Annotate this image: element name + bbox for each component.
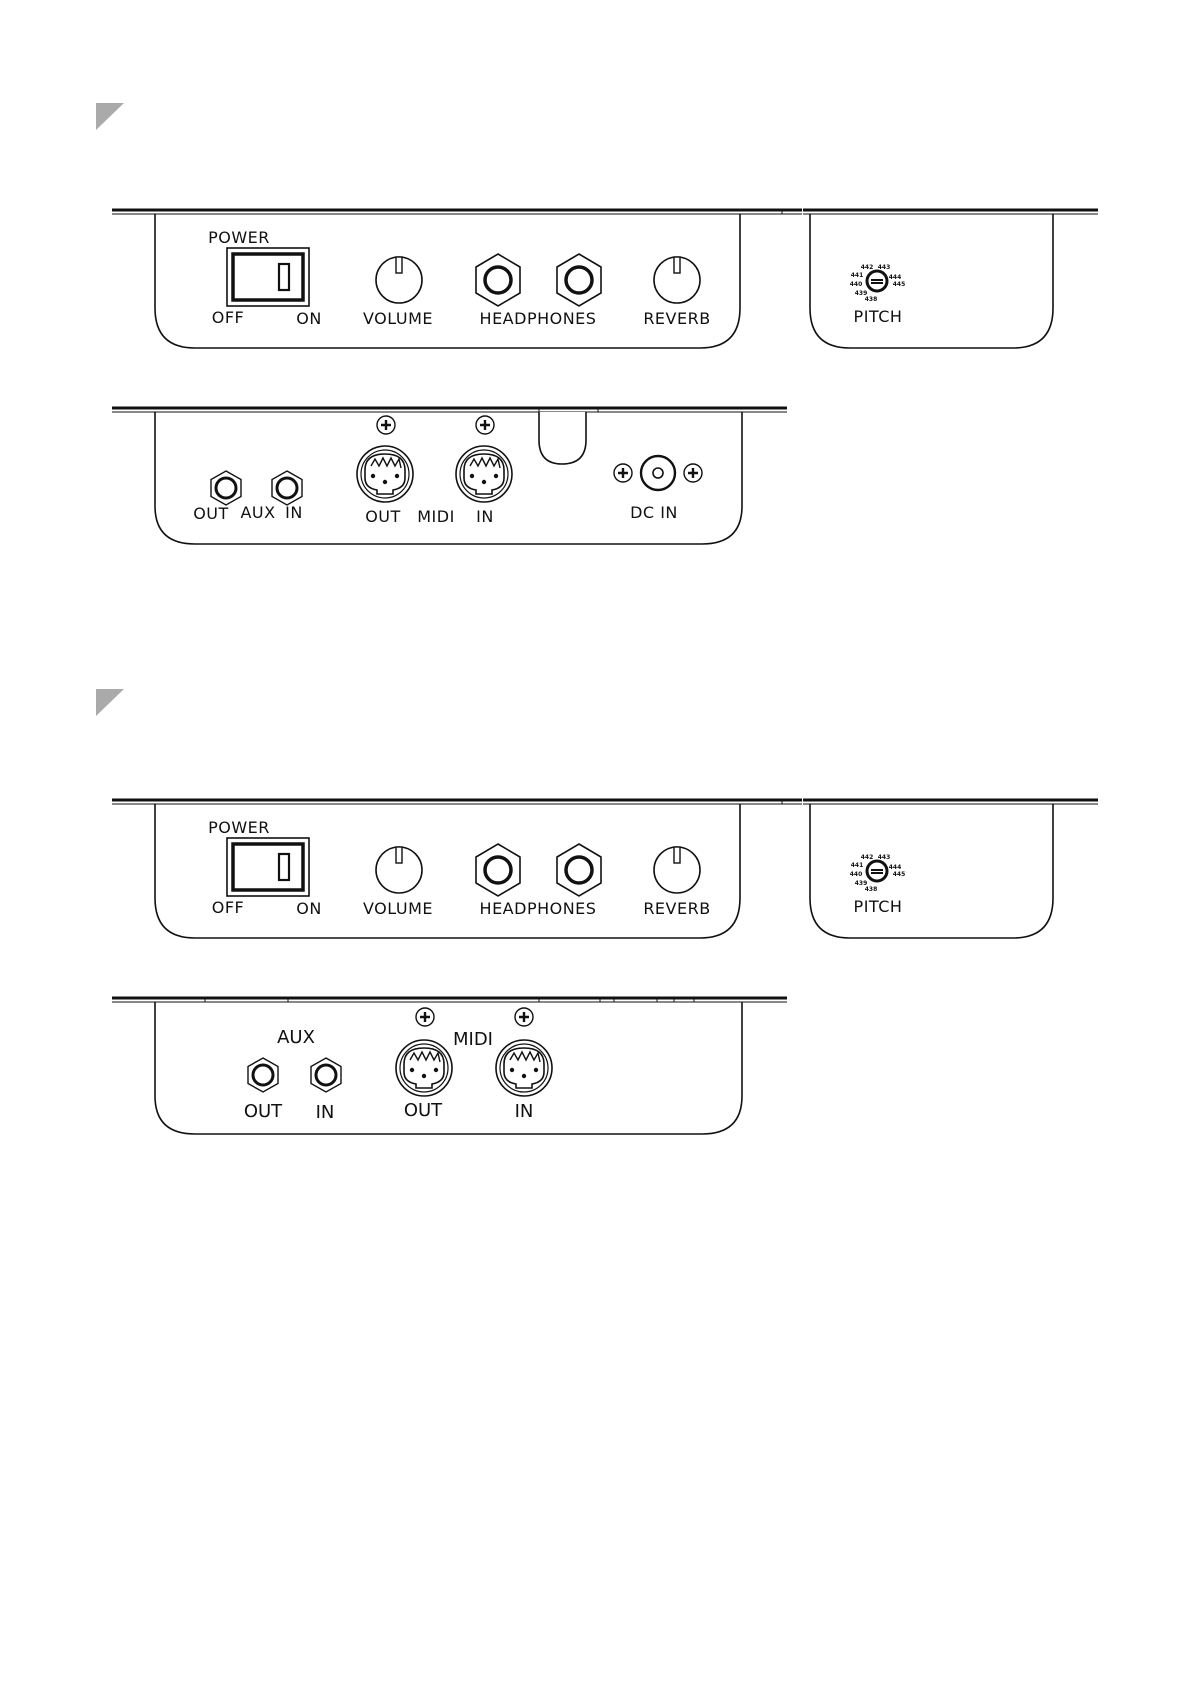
midi-out-label: OUT: [365, 507, 401, 526]
volume-label: VOLUME: [363, 899, 433, 918]
pitch-value-442: 442: [861, 854, 874, 861]
volume-knob[interactable]: [376, 257, 422, 303]
midi-label: MIDI: [417, 507, 455, 526]
pitch-value-440: 440: [850, 871, 863, 878]
pitch-label: PITCH: [854, 307, 903, 326]
midi-out-label: OUT: [404, 1100, 443, 1121]
rear-panel: AUX OUT IN MIDI OUT IN: [112, 998, 787, 1134]
midi-label: MIDI: [453, 1029, 493, 1050]
aux-out-jack[interactable]: [211, 471, 241, 505]
power-switch[interactable]: [227, 248, 309, 306]
reverb-knob[interactable]: [654, 847, 700, 893]
aux-label: AUX: [240, 503, 275, 522]
midi-in-port[interactable]: [496, 1040, 552, 1096]
reverb-label: REVERB: [643, 899, 710, 918]
aux-in-jack[interactable]: [272, 471, 302, 505]
dc-in-jack[interactable]: [641, 456, 675, 490]
pitch-value-438: 438: [865, 886, 878, 893]
rear-panel: OUT AUX IN OUT MIDI IN DC IN: [112, 408, 787, 544]
midi-in-screw-icon: [515, 1008, 533, 1026]
midi-in-port[interactable]: [456, 446, 512, 502]
dc-in-screw-left-icon: [614, 464, 632, 482]
pitch-value-445: 445: [893, 871, 906, 878]
on-label: ON: [296, 309, 322, 328]
pitch-value-441: 441: [851, 272, 864, 279]
pitch-label: PITCH: [854, 897, 903, 916]
headphones-jack-1[interactable]: [476, 254, 520, 306]
headphones-label: HEADPHONES: [480, 899, 597, 918]
pitch-value-443: 443: [878, 264, 891, 271]
aux-in-label: IN: [285, 503, 303, 522]
aux-out-jack[interactable]: [248, 1058, 278, 1092]
volume-label: VOLUME: [363, 309, 433, 328]
pitch-value-438: 438: [865, 296, 878, 303]
pitch-value-440: 440: [850, 281, 863, 288]
aux-in-label: IN: [316, 1102, 335, 1123]
midi-out-port[interactable]: [357, 446, 413, 502]
midi-out-screw-icon: [377, 416, 395, 434]
on-label: ON: [296, 899, 322, 918]
headphones-label: HEADPHONES: [480, 309, 597, 328]
pitch-value-442: 442: [861, 264, 874, 271]
dc-in-label: DC IN: [630, 503, 678, 522]
pitch-panel: 442 443 441 444 440 445 439 438 PITCH: [803, 210, 1098, 348]
off-label: OFF: [212, 898, 245, 917]
pitch-value-444: 444: [889, 864, 902, 871]
aux-out-label: OUT: [244, 1101, 283, 1122]
power-label: POWER: [208, 228, 270, 247]
headphones-jack-2[interactable]: [557, 254, 601, 306]
headphones-jack-1[interactable]: [476, 844, 520, 896]
pitch-panel: 442 443 441 444 440 445 439 438 PITCH: [803, 800, 1098, 938]
front-panel: POWER OFF ON VOLUME HEADPHONES REVERB: [112, 210, 802, 348]
cable-notch: [539, 412, 586, 464]
section-marker-2: [96, 689, 124, 716]
midi-in-label: IN: [515, 1101, 534, 1122]
reverb-label: REVERB: [643, 309, 710, 328]
pitch-dial[interactable]: 442 443 441 444 440 445 439 438: [850, 264, 906, 303]
dc-in-screw-right-icon: [684, 464, 702, 482]
front-panel: POWER OFF ON VOLUME HEADPHONES REVERB: [112, 800, 802, 938]
midi-out-port[interactable]: [396, 1040, 452, 1096]
midi-in-label: IN: [476, 507, 494, 526]
pitch-value-441: 441: [851, 862, 864, 869]
power-label: POWER: [208, 818, 270, 837]
pitch-value-444: 444: [889, 274, 902, 281]
midi-out-screw-icon: [416, 1008, 434, 1026]
power-switch[interactable]: [227, 838, 309, 896]
reverb-knob[interactable]: [654, 257, 700, 303]
headphones-jack-2[interactable]: [557, 844, 601, 896]
pitch-value-443: 443: [878, 854, 891, 861]
off-label: OFF: [212, 308, 245, 327]
aux-in-jack[interactable]: [311, 1058, 341, 1092]
aux-out-label: OUT: [193, 504, 229, 523]
midi-in-screw-icon: [476, 416, 494, 434]
volume-knob[interactable]: [376, 847, 422, 893]
pitch-dial[interactable]: 442 443 441 444 440 445 439 438: [850, 854, 906, 893]
pitch-value-445: 445: [893, 281, 906, 288]
aux-label: AUX: [277, 1027, 315, 1048]
section-marker-1: [96, 103, 124, 130]
